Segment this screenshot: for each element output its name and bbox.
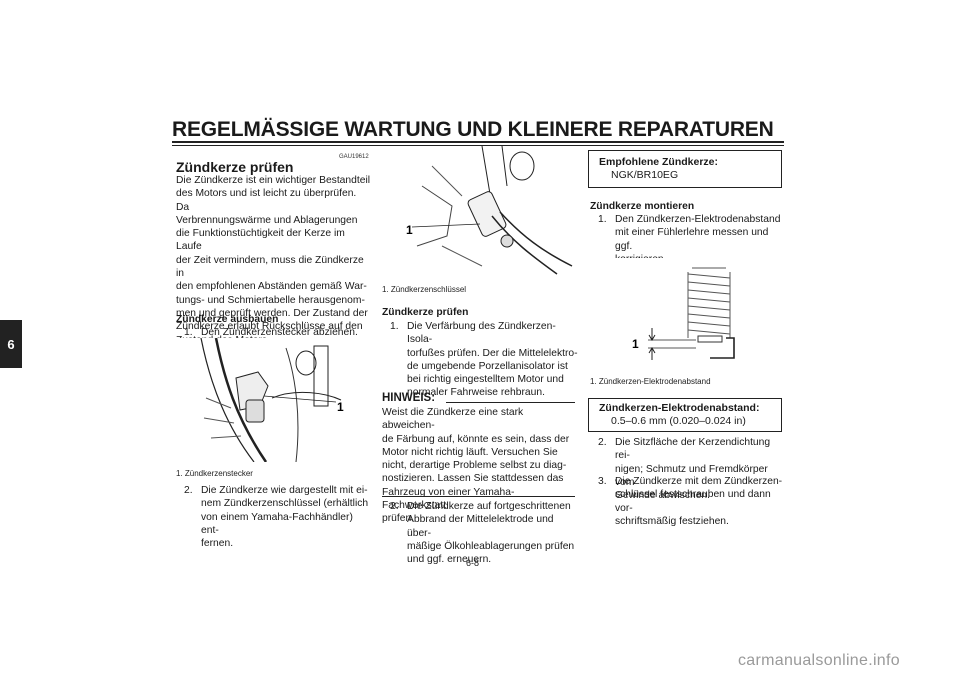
title-rule-thin: [172, 145, 784, 146]
note-rule-bottom: [382, 496, 575, 497]
step-1: 1.Den Zündkerzenstecker abziehen.: [184, 327, 358, 338]
subheading-remove: Zündkerze ausbauen: [176, 314, 279, 325]
step-2: 2. Die Zündkerze wie dargestellt mit ei-…: [184, 485, 369, 550]
spec-label: Empfohlene Zündkerze:: [599, 156, 719, 168]
note-title: HINWEIS:: [382, 392, 436, 404]
note-text: Weist die Zündkerze eine stark abweichen…: [382, 407, 570, 525]
figure-caption: 1. Zündkerzenstecker: [176, 469, 253, 478]
figure-callout-1: 1: [632, 337, 639, 351]
figure-callout-1: 1: [406, 223, 413, 237]
step-3: 3. Die Zündkerze mit dem Zündkerzen-schl…: [598, 476, 783, 527]
spec-box-electrode-gap: Zündkerzen-Elektrodenabstand: 0.5–0.6 mm…: [588, 398, 782, 432]
watermark: carmanualsonline.info: [738, 652, 900, 669]
doc-code: GAU19612: [339, 154, 369, 160]
electrode-gap-illustration: 1: [600, 258, 760, 366]
spec-value: 0.5–0.6 mm (0.020–0.024 in): [611, 415, 746, 427]
spark-plug-wrench-illustration: 1: [382, 146, 578, 278]
subheading-check: Zündkerze prüfen: [382, 307, 469, 318]
spec-value: NGK/BR10EG: [611, 169, 679, 181]
note-rule-top: [446, 402, 575, 403]
title-rule: [172, 141, 784, 143]
figure-caption: 1. Zündkerzen-Elektrodenabstand: [590, 377, 711, 386]
figure-caption: 1. Zündkerzenschlüssel: [382, 285, 467, 294]
page-number: 6-8: [466, 558, 480, 568]
chapter-tab: 6: [0, 320, 22, 368]
page-title: REGELMÄSSIGE WARTUNG UND KLEINERE REPARA…: [172, 118, 774, 141]
section-heading: Zündkerze prüfen: [176, 159, 294, 175]
subheading-install: Zündkerze montieren: [590, 201, 695, 212]
spec-box-spark-plug: Empfohlene Zündkerze: NGK/BR10EG: [588, 150, 782, 188]
figure-callout-1: 1: [337, 400, 344, 414]
step-1: 1. Die Verfärbung des Zündkerzen-Isola-t…: [390, 321, 578, 399]
step-2: 2. Die Sitzfläche der Kerzendichtung rei…: [598, 437, 771, 502]
spark-plug-cap-illustration: 1: [176, 338, 372, 462]
spec-label: Zündkerzen-Elektrodenabstand:: [599, 402, 760, 414]
